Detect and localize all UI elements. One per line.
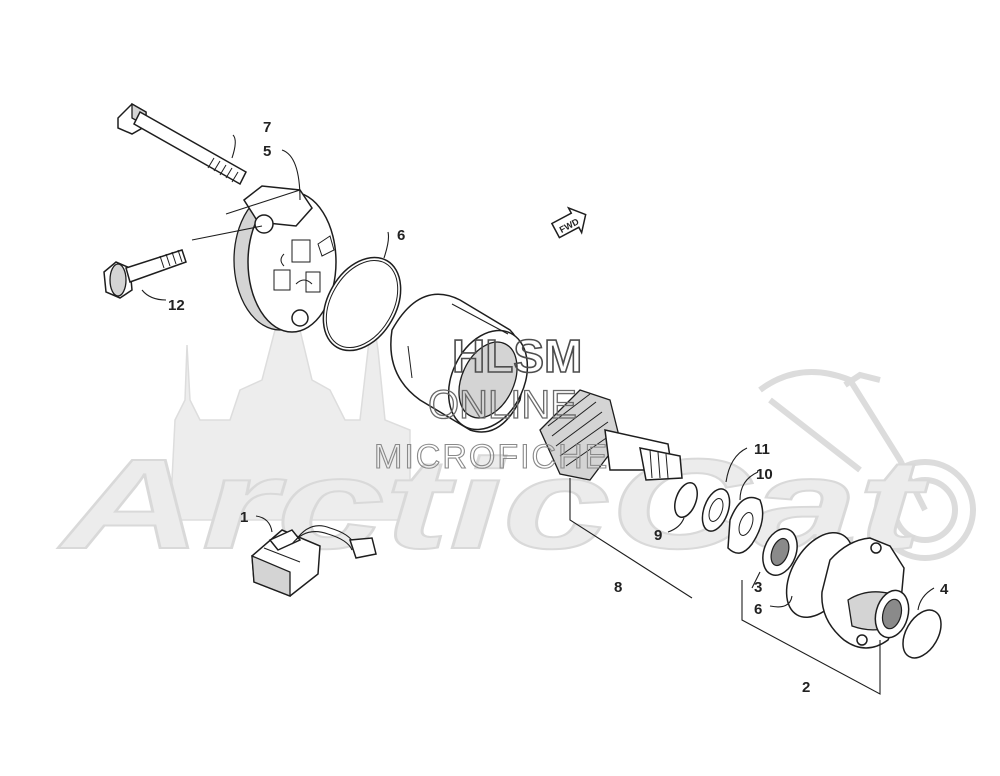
starter-relay <box>251 525 377 597</box>
text-watermark: HLSM ONLINE MICROFICHE <box>373 329 609 476</box>
short-flange-bolt <box>103 249 187 299</box>
callout-10: 10 <box>756 466 773 483</box>
thrust-washer <box>701 488 731 532</box>
watermark-line-3: MICROFICHE <box>374 438 609 476</box>
callout-6-front: 6 <box>754 601 762 618</box>
callout-2: 2 <box>802 679 810 696</box>
watermark-line-2: ONLINE <box>428 383 577 427</box>
rear-end-cover <box>233 185 337 333</box>
callout-labels: 7 5 6 12 1 11 10 9 8 3 6 4 2 <box>168 119 949 696</box>
watermark-line-1: HLSM <box>452 330 582 382</box>
front-cover <box>821 537 910 649</box>
lock-plate <box>727 496 764 554</box>
long-through-bolt <box>117 102 247 186</box>
snap-ring <box>674 481 698 519</box>
oil-seal <box>762 528 798 576</box>
motorcycle-silhouette <box>758 369 976 561</box>
o-ring-rear <box>322 256 402 352</box>
motor-housing <box>390 293 529 433</box>
callout-5: 5 <box>263 143 271 160</box>
callout-9: 9 <box>654 527 662 544</box>
callout-7: 7 <box>263 119 271 136</box>
armature <box>539 389 693 599</box>
leader-lines <box>141 134 935 695</box>
callout-12: 12 <box>168 297 185 314</box>
callout-3: 3 <box>754 579 762 596</box>
callout-6-rear: 6 <box>397 227 405 244</box>
forward-arrow-tag: FWD <box>550 206 587 239</box>
callout-4: 4 <box>940 581 949 598</box>
callout-1: 1 <box>240 509 248 526</box>
callout-8: 8 <box>614 579 622 596</box>
callout-11: 11 <box>754 441 770 458</box>
o-ring-outer <box>902 609 942 659</box>
